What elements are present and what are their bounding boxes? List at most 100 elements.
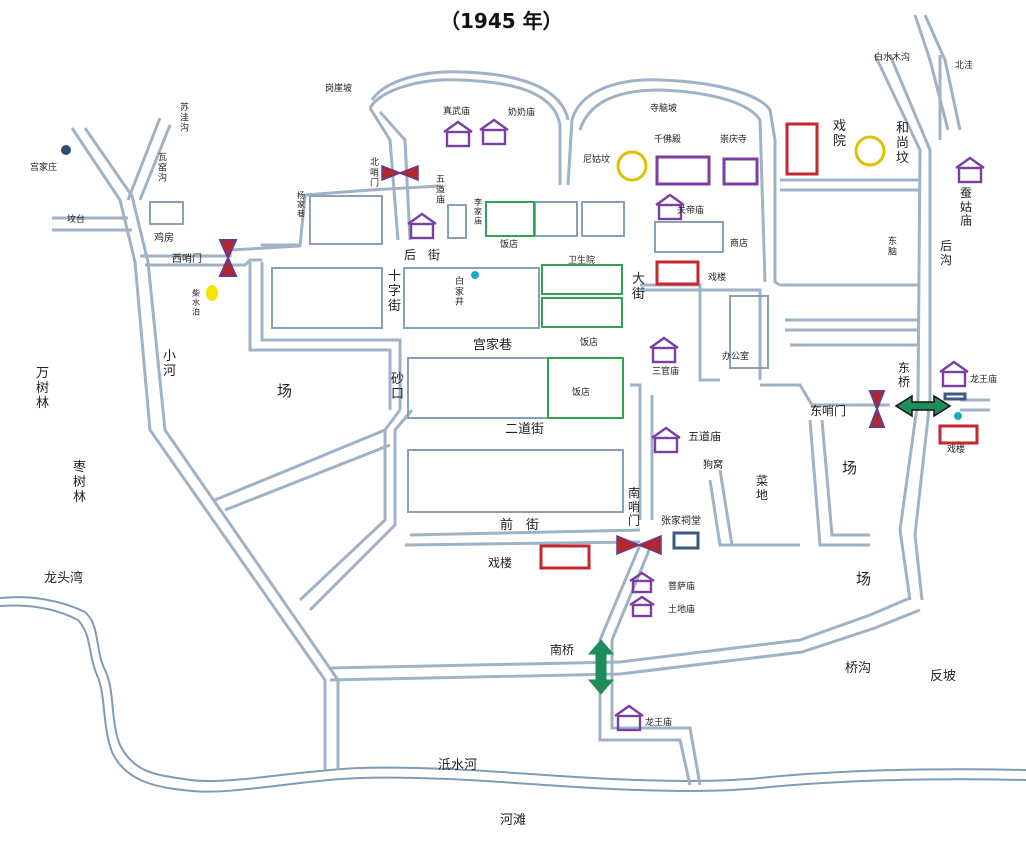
label-yangjiaxiang: 杨家巷 [297,190,305,218]
label-zaoshulin: 枣树林 [73,460,86,505]
label-beishaomen: 北哨门 [370,157,379,189]
label-zhangjiacitang: 张家祠堂 [661,514,701,527]
label-shangdian: 商店 [730,237,748,249]
label-gongjiazhuang: 宫家庄 [30,161,57,173]
label-wudaomiao-v: 五道庙 [436,175,445,206]
label-chang3: 场 [856,570,871,588]
label-hetan: 河滩 [500,813,526,828]
label-nainaimiao: 奶奶庙 [508,106,535,118]
west-gate-icon [218,239,238,277]
temple-icon [955,156,985,184]
label-xilou1: 戏楼 [708,271,726,283]
label-xilou3: 戏楼 [488,555,512,570]
label-longtouwan: 龙头湾 [44,570,83,586]
label-xiyuan: 戏院 [833,119,846,149]
label-dongshaomen: 东哨门 [810,403,846,418]
gongjiazhuang-dot-icon [61,145,71,155]
label-hougou: 后沟 [940,239,952,267]
label-longwangmiao: 龙王庙 [970,373,997,385]
labels: （1945 年） 岗崖坡 真武庙 奶奶庙 寺脑坡 尼姑坟 千佛殿 崇庆寺 白水木… [30,9,997,828]
label-chongqingsi: 崇庆寺 [720,133,747,145]
label-dajie: 大街 [632,272,645,302]
temple-icon [655,193,685,221]
label-chang2: 场 [842,459,857,477]
blocks [149,195,769,513]
label-bangongshi: 办公室 [722,350,749,362]
gates [218,164,886,556]
label-fandian1: 饭店 [500,238,518,250]
label-tudimiao: 土地庙 [668,603,695,615]
label-fanpo: 反坡 [930,669,956,684]
label-pusamiao: 菩萨庙 [668,580,695,592]
label-fandian3: 饭店 [572,386,590,398]
label-sanguanmiao: 三官庙 [652,365,679,377]
temple-icon [407,212,437,240]
label-caidi: 菜地 [756,474,768,502]
label-chang1: 场 [277,382,292,400]
label-wanshulin: 万树林 [36,366,49,411]
label-nanqiao: 南桥 [550,642,574,657]
label-shakou: 砂口 [391,372,404,402]
label-wudaomiao: 五道庙 [688,429,721,443]
east-gate-icon [868,390,886,428]
south-bridge-icon [587,639,615,695]
chaishui-pond-icon [206,285,218,301]
ponds [61,135,962,420]
label-gangyapo: 岗崖坡 [325,82,352,94]
temple-icon [649,336,679,364]
label-qianjie: 前 街 [500,517,539,533]
label-fangtai: 坟台 [67,213,85,225]
label-gongjiaxiang: 宫家巷 [473,337,512,353]
label-xiaohe: 小河 [163,349,176,379]
purple-halls [655,155,759,186]
restaurants [485,201,624,419]
temple-icon [629,571,655,594]
temple-icon [614,704,644,732]
label-cangumiao: 蚕姑庙 [960,186,972,228]
river [0,596,1026,793]
vertical-labels: 苏洼沟 瓦窑沟 北哨门 杨家巷 五道庙 李家庙 戏院 和尚坟 蚕姑庙 东脑 后沟… [36,101,972,528]
label-dongqiao: 东桥 [898,361,910,389]
label-houjie: 后 街 [404,248,440,262]
nigu-pond-icon [616,150,648,182]
label-baijiajing: 白家井 [455,275,464,308]
label-longwangmiao2: 龙王庙 [645,716,672,728]
temple-icon [443,120,473,148]
label-xishaomen: 西哨门 [172,252,202,265]
temple-icon [651,426,681,454]
label-gouwo: 狗窝 [703,458,723,471]
label-zhenwumiao: 真武庙 [443,105,470,117]
label-sinaopo: 寺脑坡 [650,102,677,114]
label-weishengyuan: 卫生院 [568,254,595,266]
bridges [587,394,952,695]
label-beiwa: 北洼 [955,59,973,71]
label-suwagou: 苏洼沟 [180,101,189,134]
temple-icon [939,360,969,388]
label-shizijie: 十字街 [388,269,401,314]
temple-icon [629,595,655,618]
label-xilou2: 戏楼 [947,443,965,455]
map-title: （1945 年） [440,9,563,33]
south-gate-icon [616,534,662,556]
heshang-pond-icon [854,135,886,167]
label-nigufen: 尼姑坟 [583,153,610,165]
well-icon [471,271,479,279]
label-lijiamiao: 李家庙 [474,197,482,225]
theaters [539,122,979,570]
label-baishuimugou: 白水木沟 [874,51,910,63]
label-nanshaomen: 南哨门 [628,485,640,528]
label-guandimiao: 关帝庙 [677,204,704,216]
label-jifang: 鸡房 [154,231,174,244]
roads [52,14,990,786]
label-fandian2: 饭店 [580,336,598,348]
label-qianfodian: 千佛殿 [654,133,681,145]
label-erdaojie: 二道街 [505,422,544,437]
east-bridge-icon [894,394,952,418]
label-dongnao: 东脑 [888,235,897,257]
label-qiaogou: 桥沟 [845,661,871,676]
label-dishuihe: 泜水河 [438,757,477,773]
label-chaishuipo: 柴水泊 [192,288,200,316]
label-heshangfen: 和尚坟 [896,121,909,166]
